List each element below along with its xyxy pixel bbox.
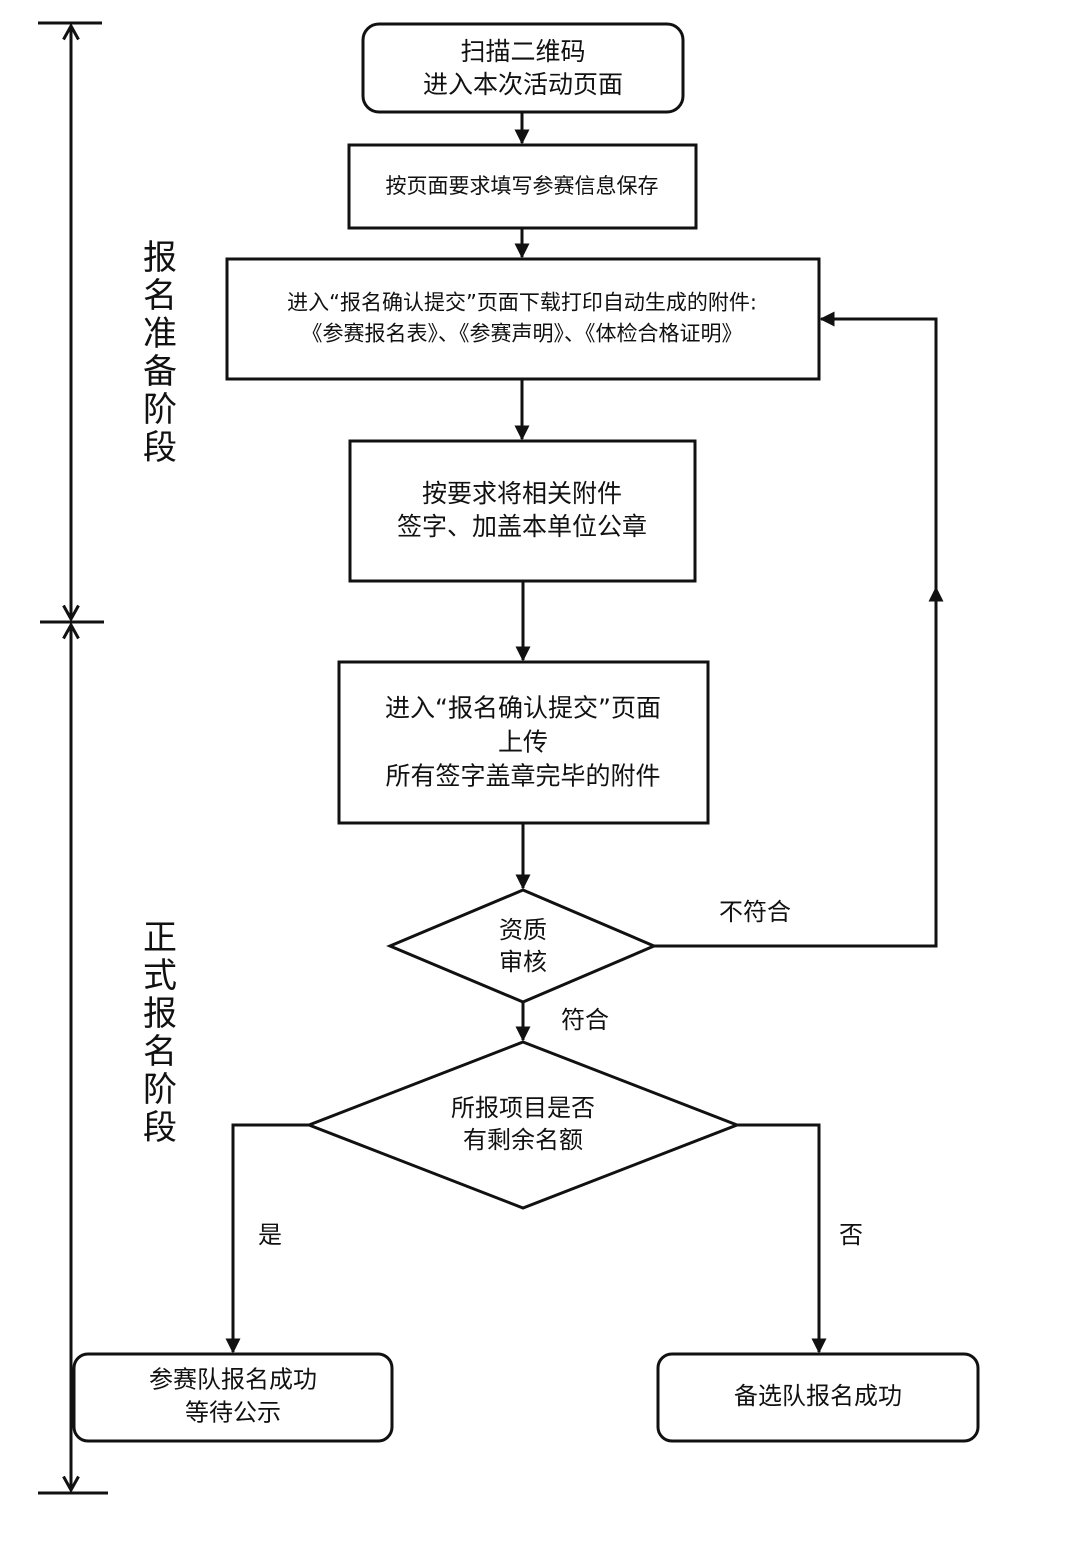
- node-download-attachments: [225, 257, 821, 381]
- stage-timeline: [38, 21, 108, 1495]
- node-quota-label: 所报项目是否: [451, 1094, 595, 1122]
- node-quota-label: 有剩余名额: [463, 1126, 583, 1154]
- node-review-label: 审核: [499, 948, 547, 976]
- stage-prep-char: 报: [143, 238, 177, 278]
- edge-label-review-quota: 符合: [561, 1006, 609, 1034]
- stage-prep-char: 阶: [143, 390, 177, 430]
- stage-formal-char: 正: [143, 918, 177, 958]
- node-upload-attachments: [337, 660, 710, 825]
- node-quota-check: [304, 1040, 742, 1210]
- edge-label-review-download: 不符合: [719, 898, 791, 926]
- node-fill-label: 按页面要求填写参赛信息保存: [386, 174, 659, 198]
- stage-prep-char: 准: [143, 314, 177, 354]
- stage-formal-char: 阶: [143, 1070, 177, 1110]
- node-success-label: 等待公示: [185, 1399, 281, 1427]
- stage-prep-char: 段: [143, 428, 177, 468]
- stage-formal-char: 式: [143, 956, 177, 996]
- node-sign-label: 按要求将相关附件: [422, 479, 622, 508]
- node-alternate-label: 备选队报名成功: [734, 1382, 902, 1410]
- node-alternate-success: [656, 1352, 980, 1443]
- node-upload-label: 进入“报名确认提交”页面: [385, 694, 661, 723]
- node-download-label: 《参赛报名表》、《参赛声明》、《体检合格证明》: [302, 322, 743, 346]
- edge-review-reject-back: [819, 311, 938, 590]
- node-sign-label: 签字、加盖本单位公章: [397, 512, 647, 541]
- edge-label-quota-alternate: 否: [839, 1221, 863, 1249]
- node-scan-label: 进入本次活动页面: [423, 70, 623, 99]
- node-fill-info: [347, 143, 698, 230]
- node-team-success: [72, 1352, 394, 1443]
- stage-prep-char: 备: [143, 352, 177, 392]
- node-upload-label: 上传: [498, 728, 548, 757]
- node-download-label: 进入“报名确认提交”页面下载打印自动生成的附件:: [287, 291, 757, 315]
- node-success-label: 参赛队报名成功: [149, 1366, 317, 1394]
- node-sign-stamp: [348, 439, 697, 583]
- stage-formal-char: 报: [143, 994, 177, 1034]
- stage-formal-char: 名: [143, 1032, 177, 1072]
- edge-label-quota-success: 是: [258, 1221, 282, 1249]
- node-review-label: 资质: [499, 916, 547, 944]
- node-upload-label: 所有签字盖章完毕的附件: [385, 762, 660, 791]
- stage-formal-char: 段: [143, 1108, 177, 1148]
- edge-quota-no: [737, 1123, 827, 1354]
- node-scan-label: 扫描二维码: [460, 37, 585, 66]
- stage-prep-char: 名: [143, 276, 177, 316]
- edge-review-reject-up: [654, 586, 944, 948]
- node-qualification-review: [386, 888, 658, 1004]
- edge-quota-yes: [225, 1123, 309, 1354]
